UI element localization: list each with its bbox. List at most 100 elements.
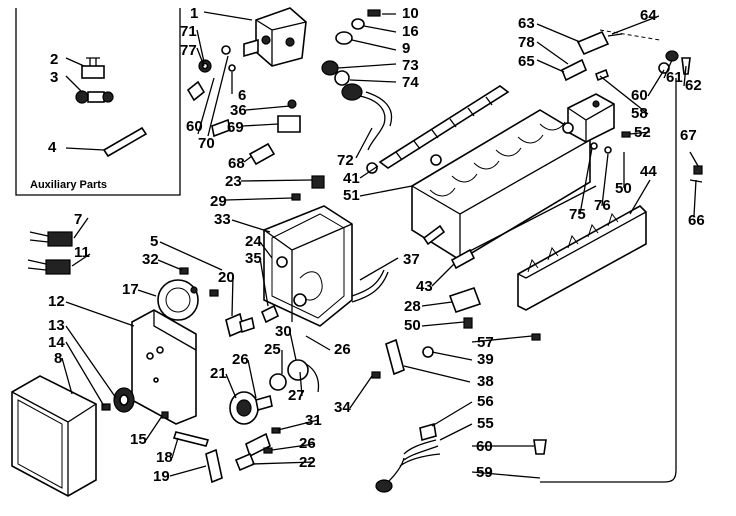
label-65: 65 xyxy=(518,53,535,70)
front-cover-part-8 xyxy=(11,375,97,497)
wire-harness-part-37 xyxy=(351,269,389,303)
auxiliary-valve-part-2 xyxy=(81,57,105,79)
label-44: 44 xyxy=(640,163,657,180)
label-2: 2 xyxy=(50,51,58,68)
label-31: 31 xyxy=(305,412,322,429)
label-33: 33 xyxy=(214,211,231,228)
label-50-b: 50 xyxy=(404,317,421,334)
label-20: 20 xyxy=(218,269,235,286)
label-3: 3 xyxy=(50,69,58,86)
label-27: 27 xyxy=(288,387,305,404)
label-7: 7 xyxy=(74,211,82,228)
label-19: 19 xyxy=(153,468,170,485)
label-50-a: 50 xyxy=(615,180,632,197)
control-housing-part-33 xyxy=(263,205,353,327)
label-74: 74 xyxy=(402,74,419,91)
wiring-parts-55-56 xyxy=(375,422,441,493)
switch-part-7 xyxy=(29,231,73,247)
label-23: 23 xyxy=(225,173,242,190)
label-60-b: 60 xyxy=(631,87,648,104)
part-number-labels: 1 71 77 60 70 6 2 3 4 10 16 9 73 74 36 6… xyxy=(48,5,705,485)
water-line-nozzle-part-60 xyxy=(533,439,547,455)
label-21: 21 xyxy=(210,365,227,382)
mounting-plate-part-12 xyxy=(131,309,197,425)
thermostat-block-part-52 xyxy=(562,93,631,154)
label-63: 63 xyxy=(518,15,535,32)
label-78: 78 xyxy=(518,34,535,51)
lever-arm-part-38 xyxy=(371,338,405,379)
label-66: 66 xyxy=(688,212,705,229)
switch-part-31 xyxy=(234,427,281,472)
label-43: 43 xyxy=(416,278,433,295)
label-12: 12 xyxy=(48,293,65,310)
label-36: 36 xyxy=(230,102,247,119)
label-4: 4 xyxy=(48,139,57,156)
label-57: 57 xyxy=(477,334,494,351)
label-15: 15 xyxy=(130,431,147,448)
label-17: 17 xyxy=(122,281,139,298)
motor-part-21 xyxy=(229,359,320,425)
label-72: 72 xyxy=(337,152,354,169)
label-71: 71 xyxy=(180,23,197,40)
ice-guide-part-44 xyxy=(517,205,647,311)
heater-rod-part-43 xyxy=(450,185,597,270)
auxiliary-fitting-part-3 xyxy=(75,90,114,104)
auxiliary-parts-border xyxy=(15,8,181,196)
label-62: 62 xyxy=(685,77,702,94)
label-22: 22 xyxy=(299,454,316,471)
label-34: 34 xyxy=(334,399,351,416)
label-39: 39 xyxy=(477,351,494,368)
label-75: 75 xyxy=(569,206,586,223)
ejector-blade-part-41 xyxy=(366,85,510,174)
label-1: 1 xyxy=(190,5,198,22)
label-14: 14 xyxy=(48,334,65,351)
label-60-c: 60 xyxy=(476,438,493,455)
label-25: 25 xyxy=(264,341,281,358)
label-32: 32 xyxy=(142,251,159,268)
switch-part-11 xyxy=(27,259,71,275)
label-77: 77 xyxy=(180,42,197,59)
label-68: 68 xyxy=(228,155,245,172)
label-8: 8 xyxy=(54,350,62,367)
screws-top-right xyxy=(321,9,381,86)
auxiliary-parts-caption: Auxiliary Parts xyxy=(30,179,107,191)
label-28: 28 xyxy=(404,298,421,315)
label-52: 52 xyxy=(634,124,651,141)
bracket-part-19 xyxy=(205,448,223,484)
right-side-screw-67 xyxy=(689,165,703,183)
label-73: 73 xyxy=(402,57,419,74)
label-26-c: 26 xyxy=(299,435,316,452)
label-35: 35 xyxy=(245,250,262,267)
label-55: 55 xyxy=(477,415,494,432)
label-64: 64 xyxy=(640,7,657,24)
label-37: 37 xyxy=(403,251,420,268)
label-70: 70 xyxy=(198,135,215,152)
label-29: 29 xyxy=(210,193,227,210)
label-69: 69 xyxy=(227,119,244,136)
label-16: 16 xyxy=(402,23,419,40)
label-60-a: 60 xyxy=(186,118,203,135)
label-26-b: 26 xyxy=(232,351,249,368)
label-6: 6 xyxy=(238,87,246,104)
label-24: 24 xyxy=(245,233,262,250)
label-67: 67 xyxy=(680,127,697,144)
label-5: 5 xyxy=(150,233,158,250)
label-18: 18 xyxy=(156,449,173,466)
mounting-bracket-part-1 xyxy=(243,7,307,67)
label-41: 41 xyxy=(343,170,360,187)
label-76: 76 xyxy=(594,197,611,214)
small-parts-center xyxy=(211,99,325,338)
label-10: 10 xyxy=(402,5,419,22)
motor-part-17 xyxy=(157,267,219,321)
label-11: 11 xyxy=(74,244,90,261)
gear-part-13 xyxy=(101,387,135,413)
label-30: 30 xyxy=(275,323,292,340)
leader-lines xyxy=(61,11,699,479)
label-9: 9 xyxy=(402,40,410,57)
label-56: 56 xyxy=(477,393,494,410)
drive-shaft-part-72 xyxy=(341,83,393,151)
label-59: 59 xyxy=(476,464,493,481)
label-13: 13 xyxy=(48,317,65,334)
label-26-a: 26 xyxy=(334,341,351,358)
